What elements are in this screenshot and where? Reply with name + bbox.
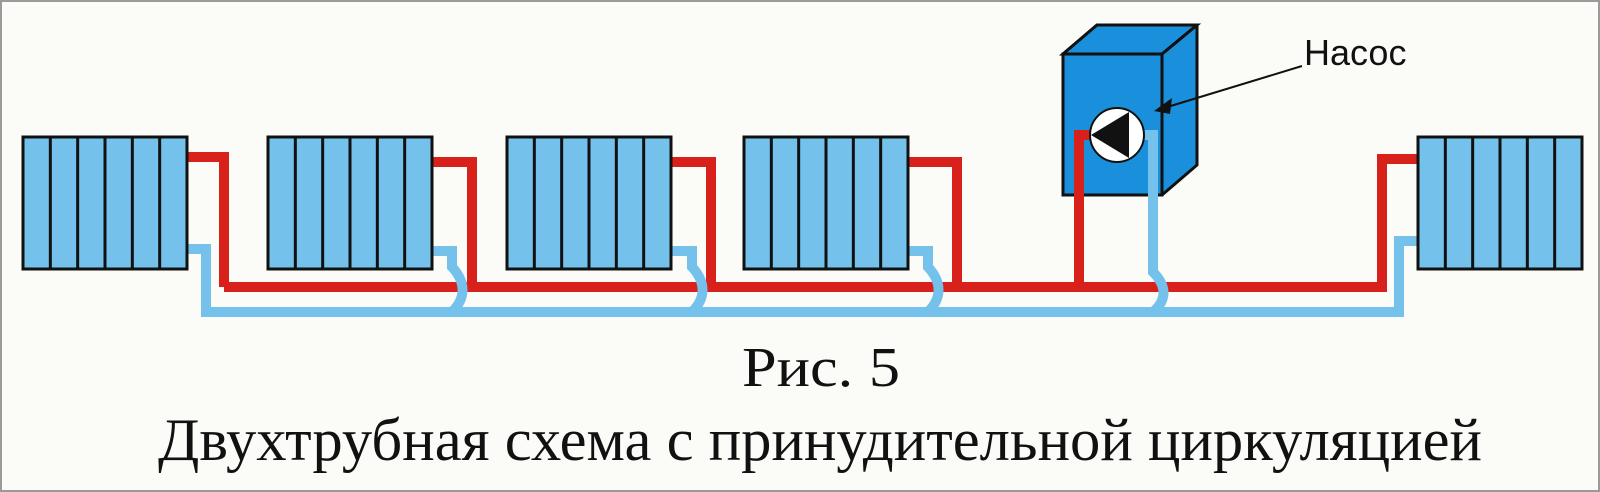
figure-number: Рис. 5 bbox=[742, 337, 900, 399]
pump-label: Насос bbox=[1304, 32, 1406, 73]
radiator-1-supply bbox=[187, 152, 229, 287]
supply-pipes bbox=[187, 152, 1420, 292]
pump-triangle-icon bbox=[1091, 112, 1129, 158]
supply-main-pipe bbox=[224, 154, 1420, 292]
return-main-pipe bbox=[201, 236, 1420, 317]
radiator-4-supply bbox=[908, 157, 962, 287]
pump-edge bbox=[1161, 23, 1198, 56]
radiator-2-supply bbox=[432, 157, 477, 287]
return-pipes bbox=[187, 236, 1420, 317]
radiator-4-return bbox=[908, 246, 944, 316]
return-crossovers bbox=[432, 246, 944, 316]
figure-caption: Двухтрубная схема с принудительной цирку… bbox=[158, 407, 1482, 473]
pump-return-pipe bbox=[1142, 130, 1169, 316]
pump bbox=[1058, 23, 1202, 316]
arrow-head-icon bbox=[1154, 98, 1172, 114]
radiator-3-return bbox=[671, 246, 708, 316]
radiators bbox=[21, 135, 1584, 271]
callout-line bbox=[1163, 65, 1303, 109]
radiator-2-return bbox=[432, 246, 468, 316]
radiator-1-return bbox=[187, 244, 211, 312]
pump-callout: Насос bbox=[1154, 32, 1406, 114]
radiator-3-supply bbox=[671, 157, 716, 287]
